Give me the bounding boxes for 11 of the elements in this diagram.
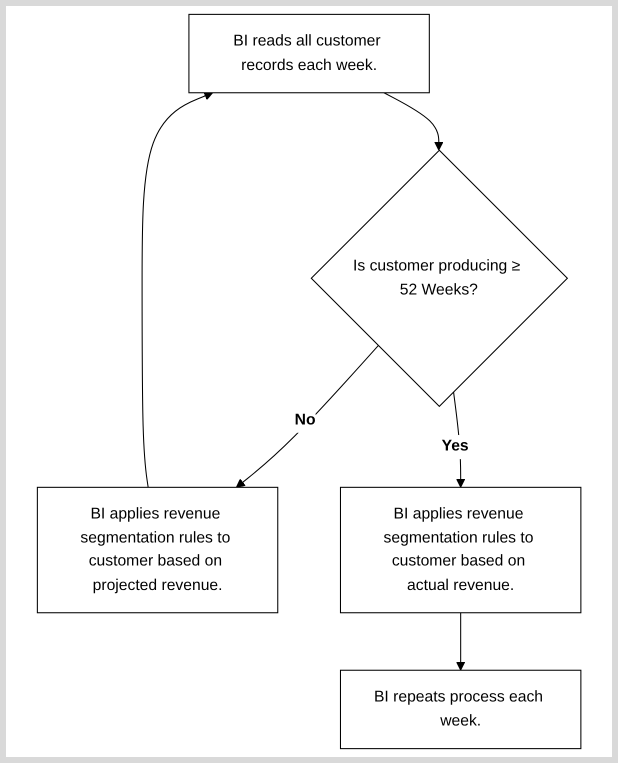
node-box: BI repeats process each week.: [340, 670, 582, 750]
arrow: [141, 92, 214, 488]
node-box: BI applies revenue segmentation rules to customer based on actual revenue.: [340, 486, 582, 614]
arrow: [456, 612, 466, 671]
node-diamond: Is customer producing ≥ 52 Weeks?: [310, 150, 568, 408]
arrow: [236, 345, 378, 488]
arrow: [384, 92, 444, 151]
edge-label: No: [294, 410, 316, 429]
edge-label: Yes: [441, 437, 469, 455]
node-box: BI reads all customer records each week.: [188, 14, 430, 94]
node-box: BI applies revenue segmentation rules to customer based on projected revenue.: [36, 486, 278, 614]
